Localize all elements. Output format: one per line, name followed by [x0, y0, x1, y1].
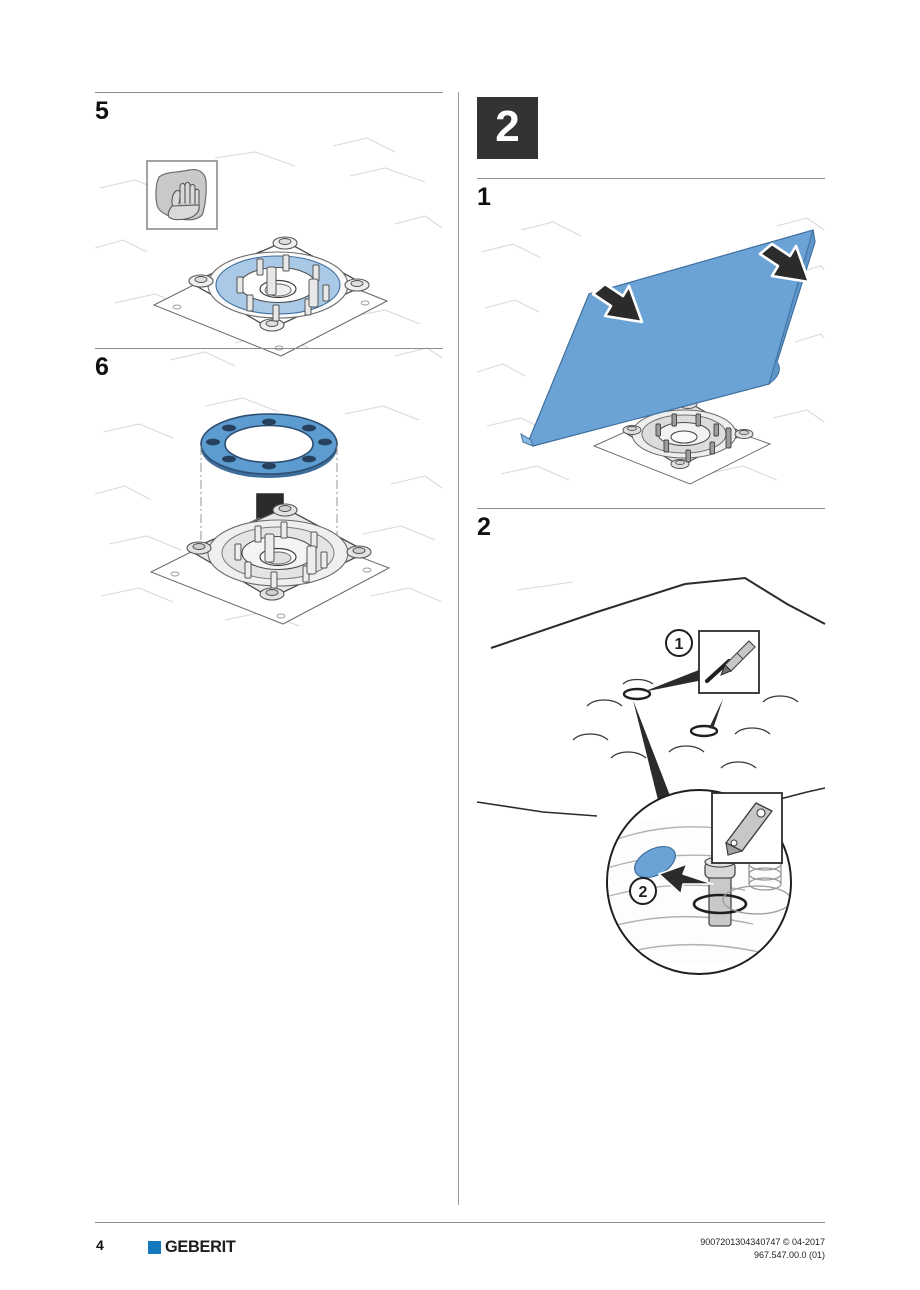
pencil-icon — [698, 630, 760, 694]
step-rule — [95, 92, 443, 93]
step-block-r1: 1 — [476, 178, 825, 502]
logo-text: GEBERIT — [165, 1237, 236, 1256]
utility-knife-icon — [711, 792, 783, 864]
step-block-r2: 2 — [476, 508, 826, 975]
drain-base-plate — [592, 399, 772, 485]
step-rule — [477, 178, 825, 179]
drain-base-plate — [149, 503, 391, 625]
step-r2-illustration: 1 — [476, 544, 826, 975]
footer-code-line-2: 967.547.00.0 (01) — [753, 1250, 825, 1261]
down-arrow-left — [591, 282, 644, 324]
step-5-illustration — [94, 128, 443, 378]
marked-holes — [622, 687, 719, 738]
chapter-badge: 2 — [477, 97, 538, 159]
step-6-illustration — [94, 384, 443, 634]
footer-codes: 9007201304340747 © 04-2017 967.547.00.0 … — [700, 1236, 825, 1262]
column-divider — [458, 92, 459, 1205]
svg-text:1: 1 — [675, 636, 684, 653]
down-arrow-right — [758, 242, 811, 284]
step-r1-illustration — [476, 212, 825, 502]
step-rule — [477, 508, 825, 509]
callout-2: 2 — [629, 877, 657, 905]
step-number: 6 — [95, 353, 109, 381]
step-block-6: 6 — [94, 348, 443, 634]
cleaning-cloth-icon — [146, 160, 218, 230]
step-rule — [95, 348, 443, 349]
drain-base-plate — [152, 236, 389, 357]
geberit-logo: GEBERIT — [148, 1237, 238, 1257]
alignment-guides — [200, 446, 338, 542]
footer-code-line-1: 9007201304340747 © 04-2017 — [700, 1237, 825, 1247]
blue-clamping-ring — [200, 413, 338, 478]
step-block-5: 5 — [94, 92, 443, 378]
footer-rule — [95, 1222, 825, 1223]
page-number: 4 — [96, 1237, 104, 1253]
step-number: 2 — [477, 513, 491, 541]
logo-square-icon — [148, 1240, 161, 1254]
svg-text:2: 2 — [639, 884, 648, 901]
step-number: 1 — [477, 183, 491, 211]
callout-1: 1 — [665, 629, 693, 657]
step-number: 5 — [95, 97, 109, 125]
